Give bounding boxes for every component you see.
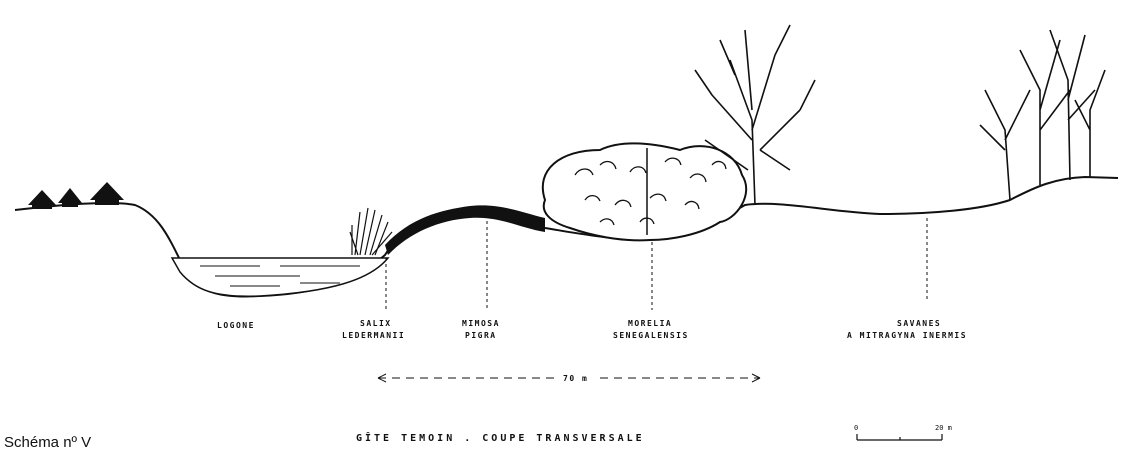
- scale-start: 0: [854, 424, 858, 432]
- label-salix-2: LEDERMANII: [342, 331, 405, 340]
- morelia-bushes: [543, 143, 746, 240]
- schema-number: Schéma nº V: [4, 434, 91, 451]
- trees-right: [980, 30, 1105, 200]
- label-morelia-1: MORELIA: [628, 319, 672, 328]
- distance-label: 70 m: [563, 374, 588, 383]
- river-logone: [172, 258, 388, 296]
- figure-title: GÎTE TEMOIN . COUPE TRANSVERSALE: [356, 431, 645, 444]
- scale-bar: [857, 434, 942, 440]
- label-mimosa-1: MIMOSA: [462, 319, 500, 328]
- salix-vegetation: [350, 208, 392, 255]
- label-mimosa-2: PIGRA: [465, 331, 497, 340]
- village-huts: [28, 182, 124, 209]
- label-salix-1: SALIX: [360, 319, 392, 328]
- mimosa-vegetation: [385, 205, 545, 255]
- label-savanes-1: SAVANES: [897, 319, 941, 328]
- label-morelia-2: SENEGALENSIS: [613, 331, 689, 340]
- scale-end: 20 m: [935, 424, 952, 432]
- label-logone: LOGONE: [217, 321, 255, 330]
- label-savanes-2: A MITRAGYNA INERMIS: [847, 331, 967, 340]
